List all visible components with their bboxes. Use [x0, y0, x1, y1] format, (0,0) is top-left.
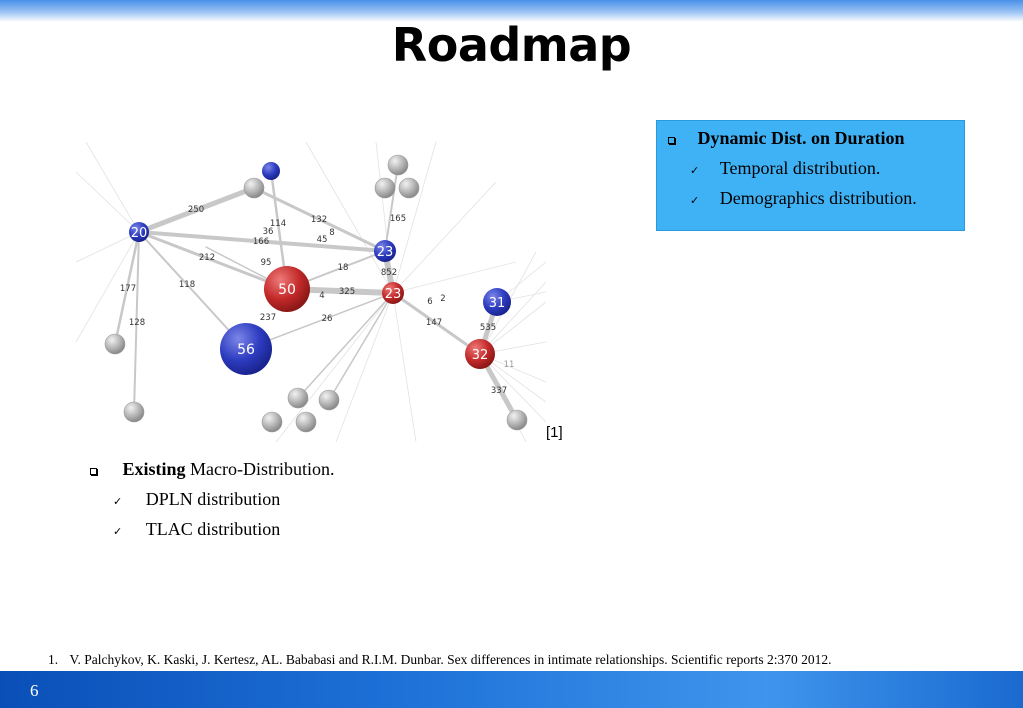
edge-label: 36	[263, 227, 274, 237]
node-unknown	[506, 409, 528, 431]
footnote: 1. V. Palchykov, K. Kaski, J. Kertesz, A…	[48, 652, 832, 668]
checkmark-icon: ✓	[690, 194, 700, 207]
node-male	[374, 240, 396, 262]
node-label: 31	[489, 296, 506, 311]
edge-label: 45	[317, 235, 328, 245]
list-heading-rest: Macro-Distribution.	[185, 459, 335, 479]
node-unknown	[123, 401, 145, 423]
slide-title: Roadmap	[391, 18, 632, 72]
list-item: DPLN distribution	[145, 489, 281, 509]
edge-label: 325	[339, 287, 355, 297]
edge-label: 95	[261, 258, 272, 268]
edge-label: 4	[319, 291, 324, 301]
checkmark-icon: ✓	[113, 525, 123, 538]
edge-label: 6	[427, 297, 432, 307]
citation-ref-mark: [1]	[546, 424, 563, 441]
node-label: 32	[472, 348, 489, 363]
footnote-number: 1.	[48, 652, 59, 667]
node-male	[220, 323, 272, 375]
node-unknown	[318, 389, 340, 411]
node-unknown	[287, 387, 309, 409]
node-unknown	[295, 411, 317, 433]
footer-band	[0, 671, 1023, 708]
edge-label: 166	[253, 237, 269, 247]
checkmark-icon: ✓	[690, 164, 700, 177]
node-label: 56	[237, 342, 255, 358]
node-label: 20	[131, 226, 148, 241]
edge-label: 26	[322, 314, 333, 324]
footnote-text: V. Palchykov, K. Kaski, J. Kertesz, AL. …	[69, 652, 832, 667]
network-figure: 250 114 36 166 132 8 45 165 212 95 18 85…	[76, 142, 546, 442]
edge-label: 114	[270, 219, 286, 229]
list-item-row: ✓ DPLN distribution	[113, 489, 280, 510]
box-item: Demographics distribution.	[719, 188, 917, 208]
edge-label: 535	[480, 323, 496, 333]
checkmark-icon: ✓	[113, 495, 123, 508]
edge-label: 118	[179, 280, 195, 290]
box-item-row: ✓ Demographics distribution.	[690, 188, 917, 209]
box-item-row: ✓ Temporal distribution.	[690, 158, 880, 179]
node-label: 23	[385, 287, 402, 302]
edge-label: 852	[381, 268, 397, 278]
list-heading-row: Existing Macro-Distribution.	[90, 459, 335, 480]
edge-label: 165	[390, 214, 406, 224]
node-female	[465, 339, 495, 369]
edge-label: 337	[491, 386, 507, 396]
edge-label: 128	[129, 318, 145, 328]
edge-label: 212	[199, 253, 215, 263]
square-bullet-icon	[90, 468, 97, 475]
list-heading-bold: Existing	[122, 459, 186, 479]
page-number: 6	[30, 681, 39, 700]
highlight-box	[656, 120, 965, 231]
node-male	[483, 288, 511, 316]
box-heading: Dynamic Dist. on Duration	[697, 128, 905, 148]
labeled-nodes: 20 50 56 23 23 31 32	[129, 162, 511, 375]
edge-labels: 250 114 36 166 132 8 45 165 212 95 18 85…	[120, 205, 515, 396]
box-item: Temporal distribution.	[719, 158, 881, 178]
node-female	[382, 282, 404, 304]
node-male-small	[262, 162, 280, 180]
node-male	[129, 222, 149, 242]
node-unknown	[398, 177, 420, 199]
edge-label: 132	[311, 215, 327, 225]
node-unknown	[243, 177, 265, 199]
list-item-row: ✓ TLAC distribution	[113, 519, 280, 540]
box-heading-row: Dynamic Dist. on Duration	[668, 128, 905, 149]
node-unknown	[104, 333, 126, 355]
edge-label: 2	[440, 294, 445, 304]
node-unknown	[387, 154, 409, 176]
edge-label: 237	[260, 313, 276, 323]
header-band	[0, 0, 1023, 22]
node-female	[264, 266, 310, 312]
edge-label: 177	[120, 284, 136, 294]
main-edges	[113, 164, 520, 423]
edge-label: 8	[329, 228, 334, 238]
edge-label: 18	[338, 263, 349, 273]
square-bullet-icon	[668, 137, 675, 144]
node-unknown	[261, 411, 283, 433]
node-unknown	[374, 177, 396, 199]
node-label: 23	[377, 245, 394, 260]
node-label: 50	[278, 282, 296, 298]
edge-label: 11	[504, 360, 515, 370]
edge-label: 147	[426, 318, 442, 328]
list-item: TLAC distribution	[145, 519, 281, 539]
edge-label: 250	[188, 205, 204, 215]
unknown-nodes	[104, 154, 528, 433]
